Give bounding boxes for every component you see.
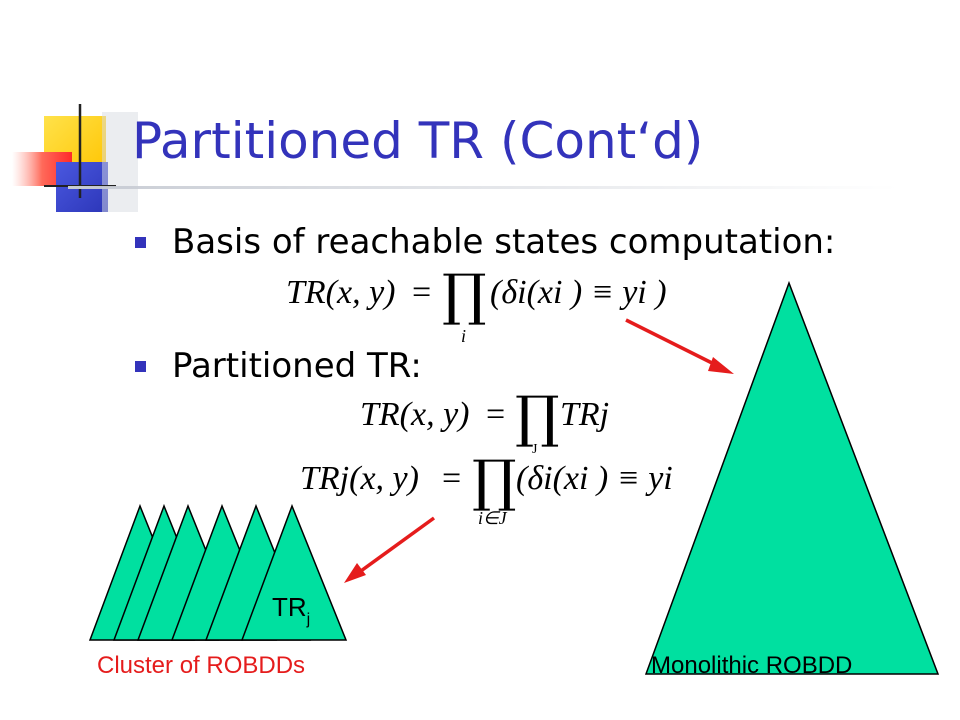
bullet-partitioned: Partitioned TR: xyxy=(135,346,422,386)
formula-1-eq: = xyxy=(412,274,432,311)
bullet-partitioned-text: Partitioned TR: xyxy=(172,346,422,386)
bullet-square-icon xyxy=(135,360,146,372)
trj-label: TRj xyxy=(272,592,310,628)
bullet-square-icon xyxy=(135,236,146,248)
formula-3-rhs: (δi(xi ) ≡ yi xyxy=(516,460,673,497)
trj-label-sub: j xyxy=(306,611,311,628)
formula-3-eq: = xyxy=(442,460,462,497)
cluster-label: Cluster of ROBDDs xyxy=(97,652,306,679)
formula-1-lhs: TR(x, y) xyxy=(286,274,396,311)
arrow-to-monolithic xyxy=(625,318,723,370)
product-symbol-3: ∏ xyxy=(472,449,517,514)
formula-3-lhs: TRj(x, y) xyxy=(300,460,419,497)
arrow-to-cluster-head xyxy=(344,563,366,583)
slide-title: Partitioned TR (Cont‘d) xyxy=(132,112,704,170)
trj-label-main: TR xyxy=(272,592,307,622)
monolithic-triangle xyxy=(644,280,940,675)
formula-3-index: i∈J xyxy=(478,508,507,528)
monolithic-label: Monolithic ROBDD xyxy=(651,652,853,679)
formula-1-rhs: (δi(xi ) ≡ yi ) xyxy=(490,274,667,311)
arrow-to-cluster xyxy=(352,516,436,578)
bullet-basis-text: Basis of reachable states computation: xyxy=(172,222,836,262)
bullet-basis: Basis of reachable states computation: xyxy=(135,222,835,262)
title-underline xyxy=(68,186,898,189)
formula-2-eq: = xyxy=(486,396,506,433)
formula-2-rhs: TRj xyxy=(560,396,610,433)
cluster-triangle-6 xyxy=(240,503,348,641)
formula-2-index: J xyxy=(532,442,538,457)
arrow-to-monolithic-head xyxy=(708,357,734,374)
formula-2-lhs: TR(x, y) xyxy=(360,396,470,433)
product-symbol-2: ∏ xyxy=(515,385,560,450)
product-symbol-1: ∏ xyxy=(442,263,487,328)
formula-1-index: i xyxy=(461,326,467,346)
